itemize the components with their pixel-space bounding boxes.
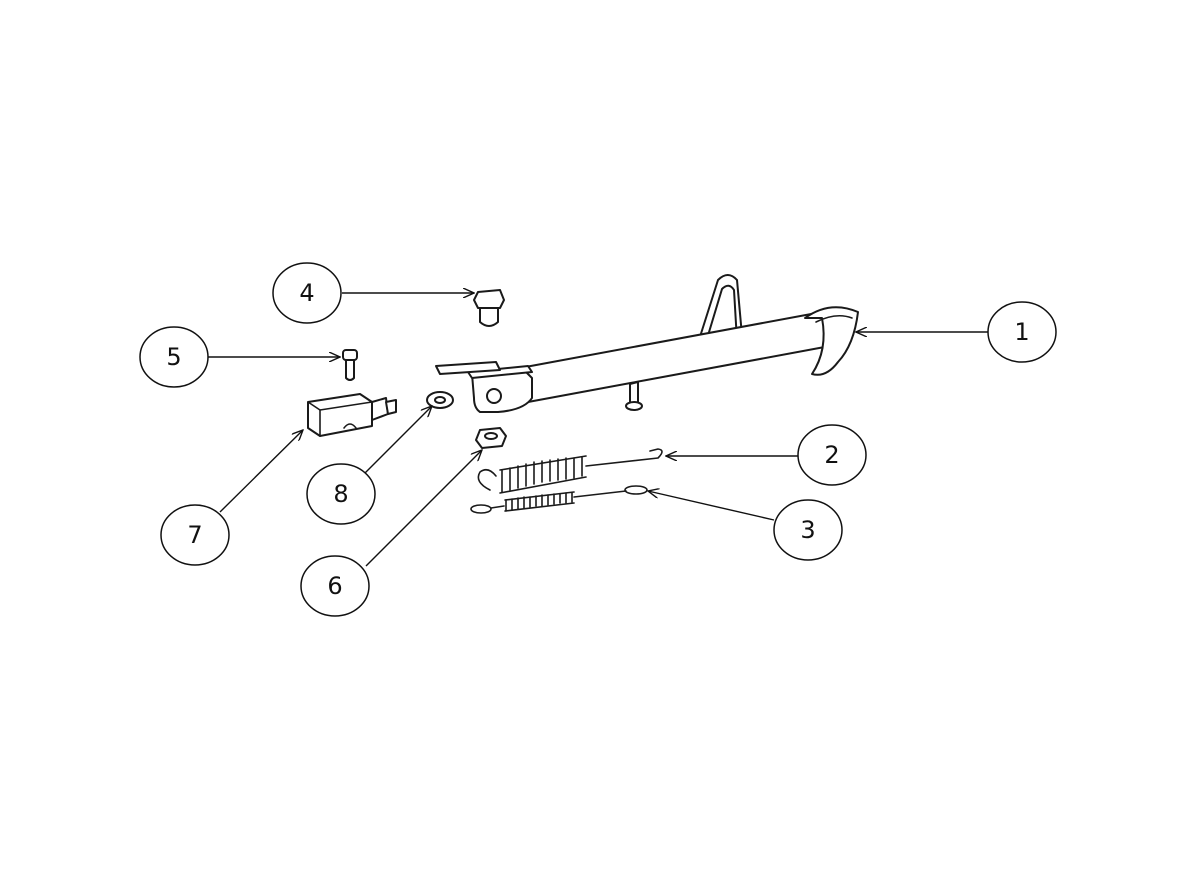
pivot-bolt-part (473, 289, 505, 327)
callout-6: 6 (300, 555, 370, 617)
leader-7 (219, 430, 303, 513)
callout-6-label: 6 (327, 572, 342, 600)
callout-8-label: 8 (333, 480, 348, 508)
leader-3 (648, 491, 775, 521)
callout-8: 8 (306, 463, 376, 525)
callout-1-label: 1 (1014, 318, 1029, 346)
screw-part (342, 349, 358, 381)
callout-2-label: 2 (824, 441, 839, 469)
spring-large-part (477, 448, 663, 494)
callout-5-label: 5 (166, 343, 181, 371)
callout-3-label: 3 (800, 516, 815, 544)
leader-8 (363, 406, 432, 475)
leader-6 (365, 450, 482, 567)
callout-1: 1 (987, 301, 1057, 363)
callout-4-label: 4 (299, 279, 314, 307)
callout-3: 3 (773, 499, 843, 561)
callout-7: 7 (160, 504, 230, 566)
callout-4: 4 (272, 262, 342, 324)
callout-5: 5 (139, 326, 209, 388)
spring-small-part (470, 485, 648, 514)
switch-part (307, 393, 397, 437)
side-stand-part (435, 274, 859, 413)
nut-part (475, 427, 507, 449)
callout-2: 2 (797, 424, 867, 486)
leader-lines (208, 293, 988, 567)
callout-7-label: 7 (187, 521, 202, 549)
washer-part (426, 391, 454, 409)
